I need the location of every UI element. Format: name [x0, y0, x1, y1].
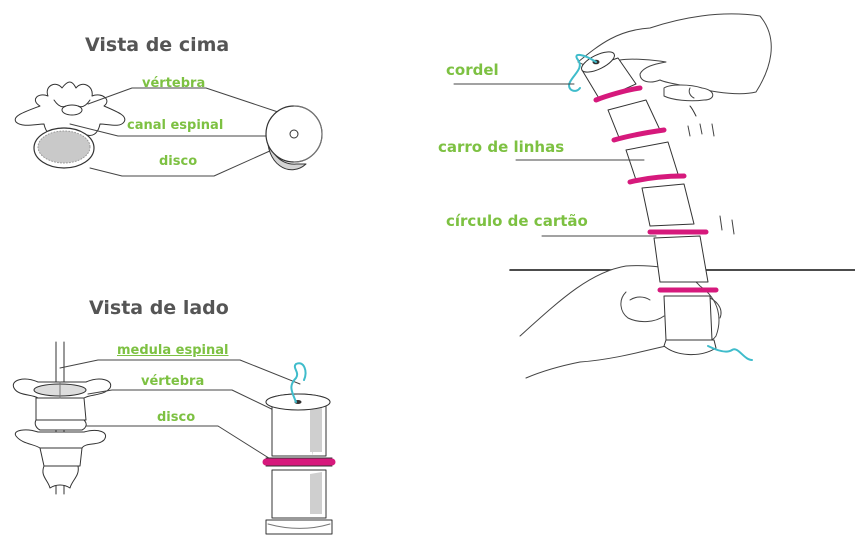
motion-marks [687, 123, 735, 235]
top-vertebra-label: vértebra [142, 76, 206, 91]
model-spools-label: carro de linhas [438, 138, 565, 156]
side-view-title: Vista de lado [89, 297, 229, 319]
model-hands-illustration [509, 13, 855, 379]
side-disc-label: disco [157, 410, 196, 425]
model-string-label: cordel [446, 61, 499, 79]
side-view-spine-illustration [12, 341, 112, 495]
side-spinal-cord-label: medula espinal [117, 343, 229, 358]
model-connector-lines [453, 83, 657, 237]
side-view-connector-lines [59, 359, 301, 461]
side-view-spool-stack-illustration [262, 362, 336, 535]
top-view-connector-lines [69, 87, 291, 177]
top-view-title: Vista de cima [85, 34, 230, 56]
top-spinal-canal-label: canal espinal [127, 118, 224, 133]
model-spool-column-illustration [568, 51, 753, 361]
top-disc-label: disco [159, 154, 198, 169]
top-view-vertebra-illustration [14, 81, 126, 169]
model-card-circle-label: círculo de cartão [446, 212, 588, 230]
side-vertebra-label: vértebra [141, 374, 205, 389]
top-view-spool-illustration [265, 105, 323, 171]
